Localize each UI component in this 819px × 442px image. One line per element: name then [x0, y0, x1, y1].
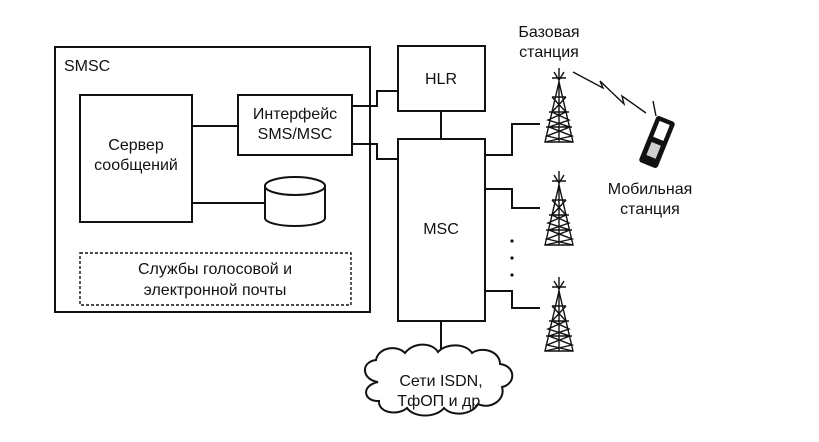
- base-station-label-line1: Базовая: [518, 24, 579, 41]
- message-server-label-line2: сообщений: [94, 157, 178, 174]
- mobile-station-label-line2: станция: [620, 201, 680, 218]
- interface-label-line2: SMS/MSC: [258, 126, 333, 143]
- radio-link-icon: [572, 71, 647, 114]
- networks-label-line1: Сети ISDN,: [399, 373, 482, 390]
- mobile-station-label-line1: Мобильная: [608, 181, 693, 198]
- base-station-label-line2: станция: [519, 44, 579, 61]
- msc-label: MSC: [423, 221, 459, 238]
- interface-box: [237, 94, 353, 156]
- base-station-tower-1: [544, 68, 575, 143]
- mobile-station-label: Мобильная станция: [608, 181, 693, 218]
- smsc-internal-links: [192, 125, 265, 204]
- mobile-phone-icon: [639, 100, 675, 169]
- message-server: Сервер сообщений: [79, 94, 193, 223]
- networks-cloud: Сети ISDN, ТфОП и др.: [364, 343, 514, 417]
- base-station-tower-3: [544, 277, 575, 352]
- msc-base-links: [485, 123, 540, 309]
- database-icon: [264, 176, 326, 227]
- voice-mail-box: [79, 252, 352, 306]
- hlr-label: HLR: [425, 71, 457, 88]
- base-station-tower-2: [544, 171, 575, 246]
- message-server-box: [79, 94, 193, 223]
- hlr-box: [397, 45, 486, 112]
- smsc-label: SMSC: [64, 58, 110, 75]
- sms-msc-interface: Интерфейс SMS/MSC: [237, 94, 353, 156]
- hlr-block: HLR: [397, 45, 486, 112]
- networks-label-line2: ТфОП и др.: [397, 393, 484, 410]
- msc-block: MSC: [397, 138, 486, 322]
- base-station-label: Базовая станция: [518, 24, 579, 61]
- voice-mail-label-line2: электронной почты: [144, 282, 287, 299]
- msc-box: [397, 138, 486, 322]
- voice-mail-services: Службы голосовой и электронной почты: [79, 252, 352, 306]
- message-server-label-line1: Сервер: [108, 137, 164, 154]
- voice-mail-label-line1: Службы голосовой и: [138, 261, 292, 278]
- interface-links: [352, 90, 442, 160]
- interface-label-line1: Интерфейс: [253, 106, 337, 123]
